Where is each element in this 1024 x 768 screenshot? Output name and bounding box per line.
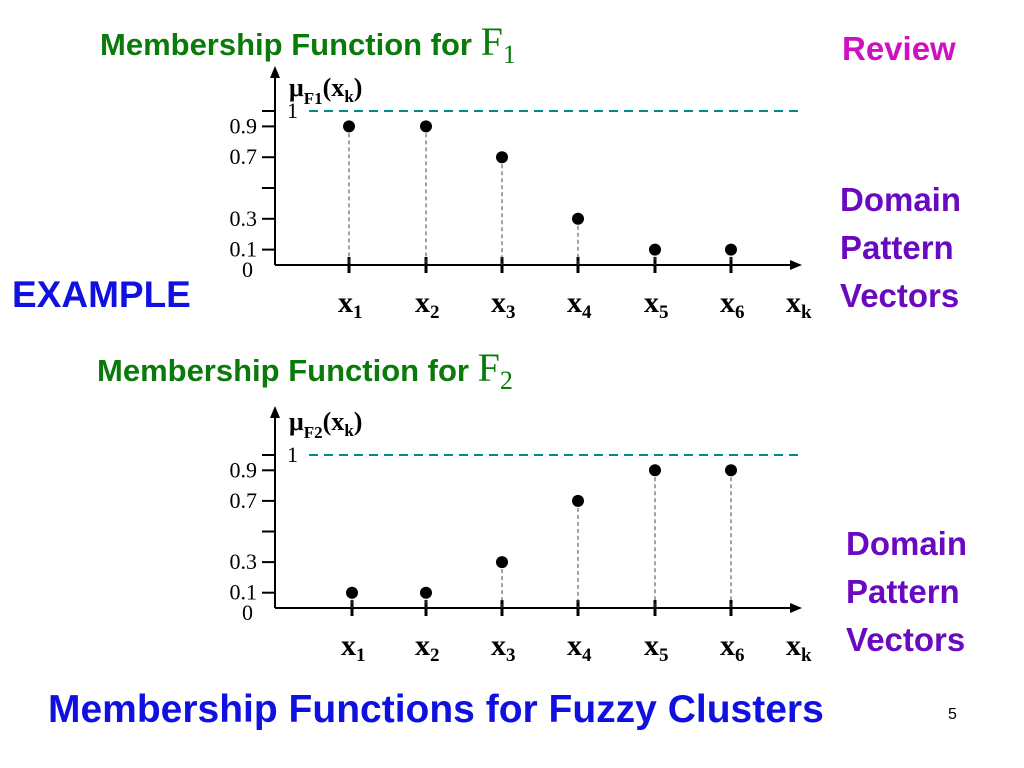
x-tick-label: x3 (491, 286, 516, 323)
chart1-title-text: Membership Function for (100, 27, 481, 62)
y-tick-label: 1 (287, 98, 298, 123)
x-tick-label: x4 (567, 286, 592, 323)
y-tick-label: 0.7 (230, 144, 258, 169)
page-number: 5 (948, 706, 957, 723)
domain-label-1: Domain Pattern Vectors (840, 176, 961, 320)
x-axis-label: xk (786, 286, 812, 323)
data-point (420, 586, 432, 599)
x-axis-arrow-icon (790, 603, 802, 613)
x-tick-label: x3 (491, 629, 516, 666)
data-point (725, 464, 737, 477)
x-tick-label: x1 (338, 286, 363, 323)
x-tick-label: x5 (644, 286, 669, 323)
x-tick-label: x4 (567, 629, 592, 666)
domain-label-line: Domain (840, 181, 962, 218)
data-point (420, 120, 432, 133)
domain-label-line: Domain (846, 525, 968, 562)
domain-label-2: Domain Pattern Vectors (846, 520, 967, 664)
x-tick-label: x2 (415, 629, 440, 666)
chart2-title-symbol: F2 (477, 345, 513, 395)
y-tick-label: 0.3 (230, 206, 258, 231)
data-point (725, 243, 737, 256)
y-tick-label: 0.3 (230, 549, 258, 574)
data-point (496, 556, 508, 569)
x-tick-label: x5 (644, 629, 669, 666)
x-tick-label: x6 (720, 629, 745, 666)
data-point (343, 120, 355, 133)
example-label: EXAMPLE (12, 274, 191, 315)
y-tick-label: 0.7 (230, 488, 258, 513)
x-tick-label: x6 (720, 286, 745, 323)
domain-label-line: Pattern (840, 229, 954, 266)
data-point (649, 243, 661, 256)
y-axis-arrow-icon (270, 66, 280, 78)
y-tick-label: 0 (242, 257, 253, 282)
y-tick-label: 0.9 (230, 113, 258, 138)
y-axis-label: μF1(xk) (289, 73, 362, 108)
x-axis-label: xk (786, 629, 812, 666)
x-axis-arrow-icon (790, 260, 802, 270)
bottom-title: Membership Functions for Fuzzy Clusters (48, 688, 824, 731)
review-label: Review (842, 30, 956, 67)
data-point (572, 212, 584, 225)
data-point (346, 586, 358, 599)
y-axis-arrow-icon (270, 406, 280, 418)
data-point (649, 464, 661, 477)
data-point (572, 494, 584, 507)
data-point (496, 151, 508, 164)
x-tick-label: x2 (415, 286, 440, 323)
chart2-title-text: Membership Function for (97, 353, 478, 388)
y-tick-label: 0 (242, 600, 253, 625)
domain-label-line: Vectors (846, 621, 966, 658)
y-tick-label: 0.1 (230, 580, 258, 605)
chart2-title: Membership Function for F2 (97, 344, 513, 395)
y-tick-label: 0.1 (230, 237, 258, 262)
chart1-title-symbol: F1 (480, 19, 516, 69)
x-tick-label: x1 (341, 629, 366, 666)
y-tick-label: 1 (287, 442, 298, 467)
domain-label-line: Vectors (840, 277, 960, 314)
chart1-title: Membership Function for F1 (100, 18, 516, 69)
domain-label-line: Pattern (846, 573, 960, 610)
y-tick-label: 0.9 (230, 457, 258, 482)
y-axis-label: μF2(xk) (289, 407, 362, 442)
